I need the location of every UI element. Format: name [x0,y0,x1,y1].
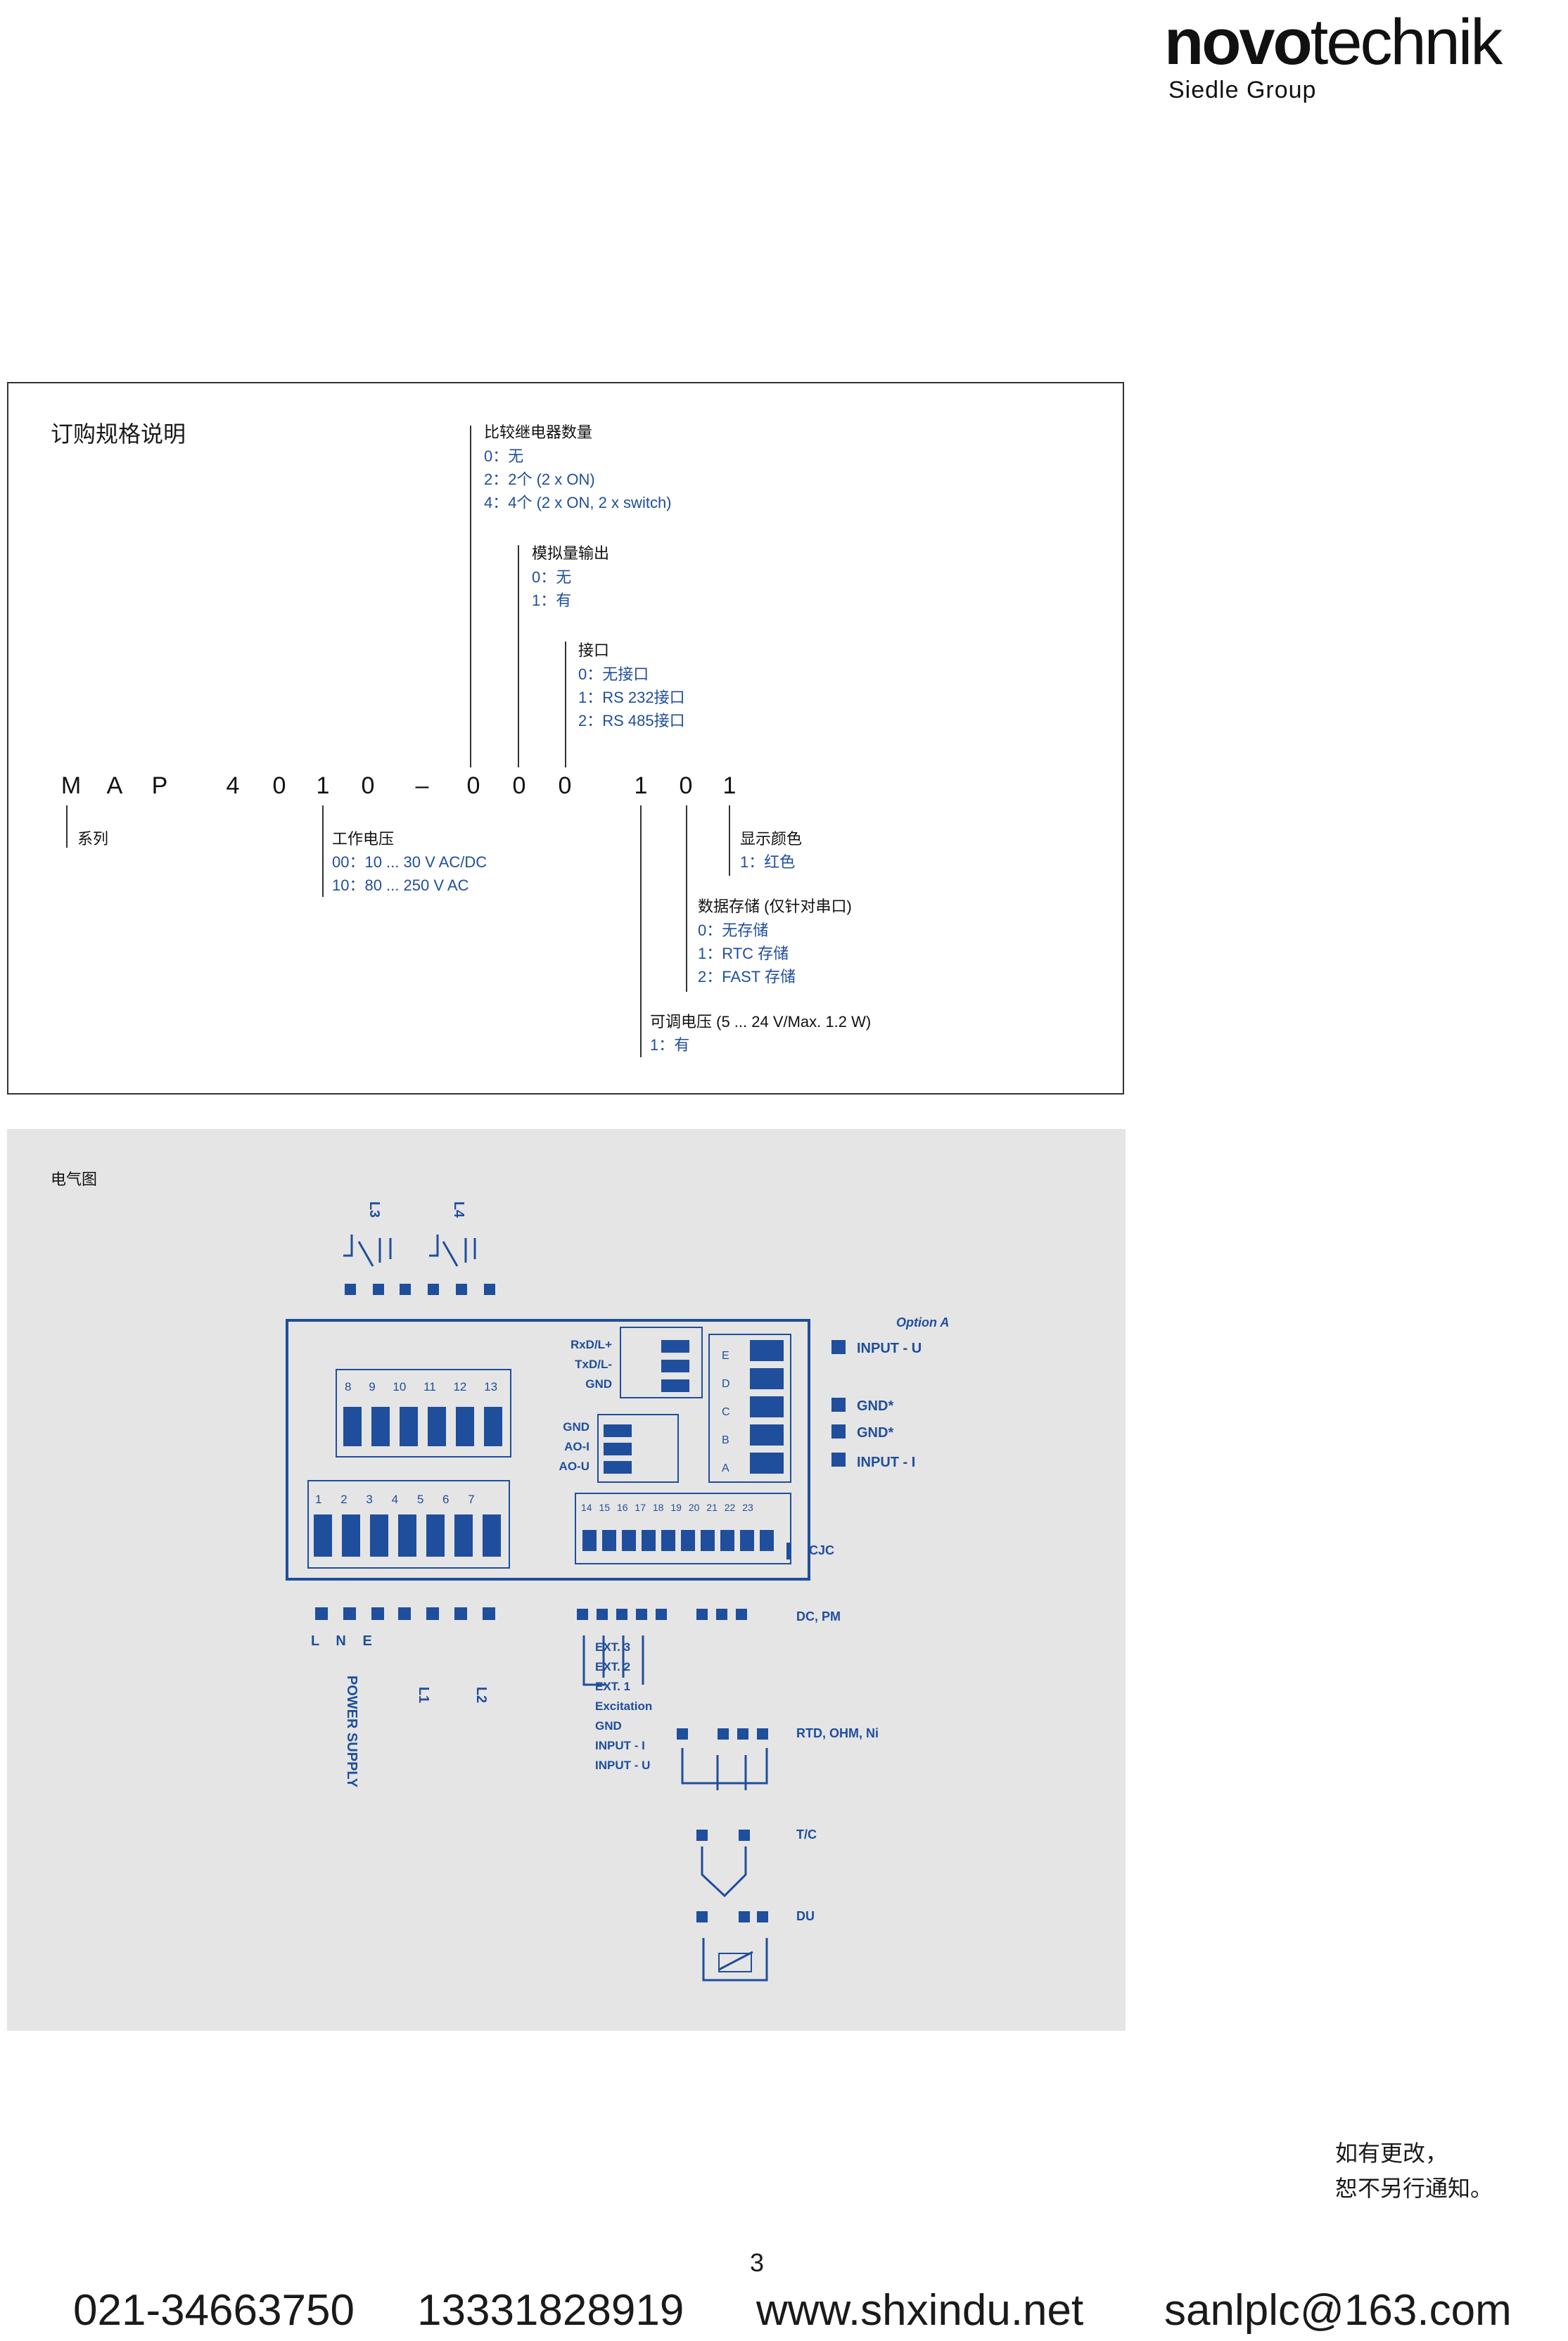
color-item: 1：红色 [740,853,796,871]
voltage-item: 00：10 ... 30 V AC/DC [332,853,487,871]
relay-label-l2: L2 [473,1686,490,1704]
footer-email[interactable]: sanlplc@163.com [1164,2286,1512,2335]
power-labels: L N E [311,1633,372,1649]
tc-label: T/C [796,1827,817,1842]
code-dash: – [404,768,440,803]
storage-head: 数据存储 (仅针对串口) [698,898,852,915]
brand-light: technik [1310,6,1503,78]
footer-web[interactable]: www.shxindu.net [756,2286,1084,2335]
terminals-bottom: 1 2 3 4 5 6 7 [315,1493,475,1506]
relays-item: 0：无 [484,447,524,465]
series-head: 系列 [77,830,109,848]
power-supply-label: POWER SUPPLY [344,1675,360,1788]
brand-sub: Siedle Group [1168,77,1317,103]
dc-pm-label: DC, PM [796,1609,841,1624]
relays-item: 4：4个 (2 x ON, 2 x switch) [484,494,672,511]
du-label: DU [796,1909,815,1923]
storage-item: 1：RTC 存储 [698,945,789,962]
footer-phone-2: 13331828919 [417,2286,684,2335]
code-char: P [142,768,177,803]
terminals-cjc: 14 15 16 17 18 19 20 21 22 23 [581,1502,753,1513]
code-char: M [53,768,89,803]
wiring-title: 电气图 [51,1170,98,1188]
ordering-panel [7,382,1124,1095]
rtd-label: RTD, OHM, Ni [796,1726,879,1740]
code-char: 0 [668,768,703,803]
relay-label-l3: L3 [366,1201,383,1218]
relays-head: 比较继电器数量 [484,423,593,441]
option-a-label: GND* [857,1398,894,1414]
analog-item: 1：有 [532,592,572,609]
code-char: 0 [350,768,385,803]
analog-item: 0：无 [532,568,572,586]
interface-head: 接口 [578,642,610,659]
brand-bold: novo [1164,6,1313,78]
code-char: 0 [456,768,491,803]
color-head: 显示颜色 [740,830,803,848]
code-char: 0 [547,768,582,803]
ordering-title: 订购规格说明 [51,421,186,447]
option-a-label: INPUT - I [857,1455,916,1470]
adjustable-item: 1：有 [650,1036,690,1054]
page-number: 3 [750,2248,765,2277]
code-char: A [97,768,132,803]
footer-phone-1: 021-34663750 [73,2286,355,2335]
relay-label-l1: L1 [416,1686,432,1704]
interface-item: 1：RS 232接口 [578,689,685,706]
code-char: 0 [502,768,537,803]
serial-labels: RxD/L+TxD/L-GND [570,1338,612,1391]
code-char: 0 [262,768,297,803]
option-a-title: Option A [896,1315,950,1329]
wiring-diagram [286,1235,846,1982]
storage-item: 0：无存储 [698,921,769,939]
brand-logo: novotechnik Siedle Group [1164,6,1544,103]
cjc-label: CJC [809,1543,835,1557]
code-char: 1 [305,768,340,803]
voltage-item: 10：80 ... 250 V AC [332,876,469,894]
change-notice: 如有更改， 恕不另行通知。 [1335,2141,1493,2201]
interface-item: 2：RS 485接口 [578,712,685,729]
relay-label-l4: L4 [451,1201,467,1218]
storage-item: 2：FAST 存储 [698,968,796,985]
code-char: 4 [215,768,250,803]
option-a-label: GND* [857,1425,894,1441]
relays-item: 2：2个 (2 x ON) [484,471,595,488]
code-char: 1 [712,768,747,803]
option-a-label: INPUT - U [857,1341,922,1356]
adjustable-head: 可调电压 (5 ... 24 V/Max. 1.2 W) [650,1013,872,1031]
interface-item: 0：无接口 [578,665,649,683]
analog-head: 模拟量输出 [532,544,610,562]
terminals-top: 8 9 10 11 12 13 [345,1380,498,1393]
code-char: 1 [623,768,658,803]
voltage-head: 工作电压 [332,830,395,848]
